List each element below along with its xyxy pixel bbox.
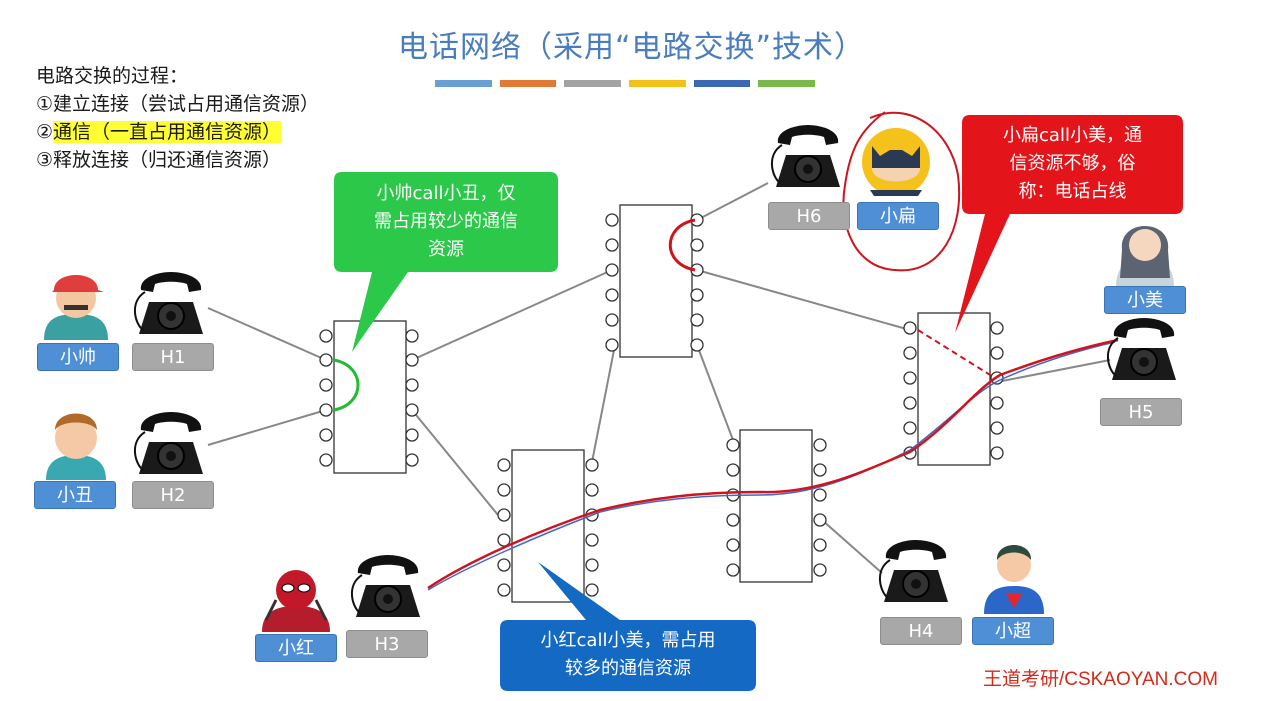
label-xiaochao: 小超 xyxy=(972,617,1054,645)
label-xiaoshuai: 小帅 xyxy=(37,343,119,371)
green-callout-line-2: 需占用较少的通信 xyxy=(374,211,518,232)
red-circuit-arc xyxy=(668,218,696,272)
phone-h6-icon xyxy=(770,124,841,188)
red-callout-line-1: 小扁call小美，通 xyxy=(1003,125,1142,146)
phone-h4-icon xyxy=(878,539,949,603)
circuit-path-blue xyxy=(427,341,1116,591)
blocked-circuit-dash xyxy=(917,329,996,379)
watermark: 王道考研/CSKAOYAN.COM xyxy=(982,669,1218,690)
blue-callout-line-2: 较多的通信资源 xyxy=(565,658,691,679)
process-steps: 电路交换的过程： ①建立连接（尝试占用通信资源） ②通信（一直占用通信资源） ③… xyxy=(36,62,319,174)
switch-4 xyxy=(726,429,827,583)
label-h3: H3 xyxy=(346,630,428,658)
phone-h5-icon xyxy=(1106,317,1177,381)
phone-h2-icon xyxy=(133,411,204,475)
circuit-path-red xyxy=(427,338,1119,590)
color-seg-2 xyxy=(499,80,557,87)
color-seg-1 xyxy=(435,80,492,87)
process-step-1: ①建立连接（尝试占用通信资源） xyxy=(36,93,320,115)
blue-callout xyxy=(500,562,756,691)
label-h1: H1 xyxy=(132,343,214,371)
avatar-xiaobian-icon xyxy=(862,128,930,196)
color-seg-4 xyxy=(629,80,686,87)
label-h6: H6 xyxy=(768,202,850,230)
avatar-xiaochou-icon xyxy=(46,413,106,480)
process-step-2-prefix: ② xyxy=(36,121,54,143)
color-seg-5 xyxy=(693,80,751,87)
title-color-bar xyxy=(435,80,816,87)
switch-1 xyxy=(319,320,419,474)
label-xiaomei: 小美 xyxy=(1104,286,1186,314)
label-h2: H2 xyxy=(132,481,214,509)
green-callout-text: 小帅call小丑，仅 需占用较少的通信 资源 xyxy=(334,180,558,264)
avatar-xiaochao-icon xyxy=(984,545,1044,614)
color-seg-6 xyxy=(758,80,816,87)
process-step-3: ③释放连接（归还通信资源） xyxy=(36,149,282,171)
process-heading: 电路交换的过程： xyxy=(36,65,189,87)
avatar-xiaohong-icon xyxy=(262,570,330,632)
green-callout-line-3: 资源 xyxy=(428,239,464,260)
page-title: 电话网络（采用“电路交换”技术） xyxy=(397,30,866,65)
green-circuit-arc xyxy=(333,358,360,412)
red-callout-line-2: 信资源不够，俗 xyxy=(1009,153,1136,174)
green-callout xyxy=(334,172,558,352)
switch-5 xyxy=(903,312,1004,466)
switch-3 xyxy=(497,449,599,603)
switch-2 xyxy=(605,204,704,358)
label-xiaohong: 小红 xyxy=(255,634,337,662)
red-callout-text: 小扁call小美，通 信资源不够，俗 称：电话占线 xyxy=(962,122,1183,206)
green-callout-line-1: 小帅call小丑，仅 xyxy=(376,183,516,204)
label-xiaochou: 小丑 xyxy=(34,481,116,509)
red-callout-line-3: 称：电话占线 xyxy=(1018,181,1127,202)
links xyxy=(207,182,1111,574)
avatar-xiaoshuai-icon xyxy=(44,275,108,340)
red-callout xyxy=(955,115,1183,333)
label-h4: H4 xyxy=(880,617,962,645)
phone-h1-icon xyxy=(133,271,204,335)
blue-callout-line-1: 小红call小美，需占用 xyxy=(540,630,716,651)
avatar-xiaomei-icon xyxy=(1116,226,1174,286)
phone-h3-icon xyxy=(350,554,421,618)
color-seg-3 xyxy=(564,80,622,87)
process-step-2: ②通信（一直占用通信资源） xyxy=(36,118,319,146)
label-xiaobian: 小扁 xyxy=(857,202,939,230)
label-h5: H5 xyxy=(1100,398,1182,426)
highlight-circle xyxy=(842,111,961,272)
blue-callout-text: 小红call小美，需占用 较多的通信资源 xyxy=(500,627,756,683)
process-step-2-highlight: 通信（一直占用通信资源） xyxy=(53,121,282,143)
